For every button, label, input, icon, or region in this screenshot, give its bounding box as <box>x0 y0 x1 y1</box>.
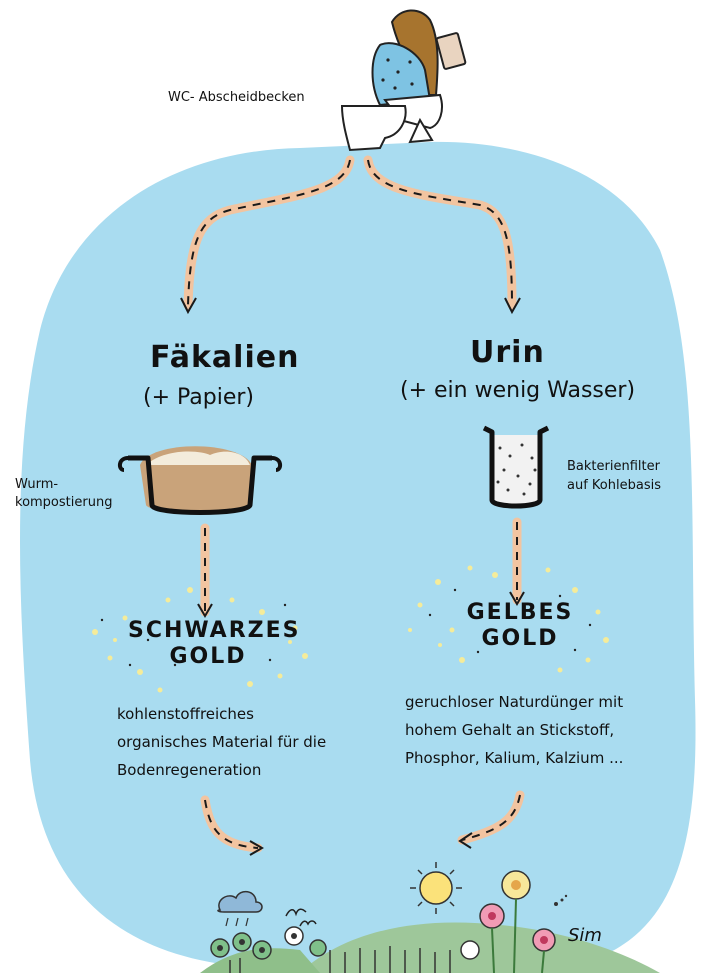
worm-compost-label-line1: Wurm- <box>15 477 59 492</box>
arrow-filter-to-yellow-gold <box>509 517 525 606</box>
bug-icon <box>554 894 568 906</box>
landscape-illustration <box>200 922 660 973</box>
faeces-title: Fäkalien <box>150 340 300 375</box>
black-gold-line1: SCHWARZES <box>128 618 301 643</box>
worm-compost-label: Wurm- kompostierung <box>15 476 112 512</box>
black-gold-label: SCHWARZES GOLD <box>128 618 301 670</box>
yellow-gold-label: GELBES GOLD <box>450 600 590 652</box>
arrow-compost-to-black-gold <box>197 523 213 618</box>
black-gold-line2: GOLD <box>169 644 247 669</box>
arrow-toilet-to-faeces <box>180 155 355 315</box>
black-gold-description: kohlenstoffreiches organisches Material … <box>117 705 327 779</box>
arrow-toilet-to-urine <box>363 155 521 315</box>
yellow-gold-description: geruchloser Naturdünger mit hohem Gehalt… <box>405 693 624 767</box>
yellow-gold-line1: GELBES <box>466 600 574 625</box>
artist-signature: Sim <box>568 925 602 946</box>
black-gold-dots <box>92 587 308 693</box>
urine-subtitle: (+ ein wenig Wasser) <box>400 378 636 403</box>
toilet-label: WC- Abscheidbecken <box>168 90 305 105</box>
birds-icon <box>285 908 317 927</box>
gold-black-specks <box>100 588 592 667</box>
sun-icon <box>410 862 462 914</box>
flowers-right-icon <box>460 870 556 973</box>
faeces-subtitle: (+ Papier) <box>143 385 255 410</box>
bacterial-filter-label-line1: Bakterienfilter <box>567 459 660 474</box>
worm-compost-label-line2: kompostierung <box>15 495 113 510</box>
flowers-left-icon <box>210 926 327 960</box>
bacterial-filter-label-line2: auf Kohlebasis <box>567 478 661 493</box>
worm-compost-tub-illustration <box>117 446 283 515</box>
arrow-yellow-gold-to-soil <box>457 790 525 849</box>
urine-title: Urin <box>470 335 545 370</box>
yellow-gold-dots <box>408 565 609 673</box>
rain-cloud-icon <box>217 890 263 927</box>
bacterial-filter-label: Bakterienfilter auf Kohlebasis <box>567 457 661 495</box>
arrow-black-gold-to-soil <box>200 795 264 856</box>
person-on-toilet-illustration <box>340 9 467 152</box>
yellow-gold-line2: GOLD <box>481 626 559 651</box>
background-blob <box>20 141 696 968</box>
bacterial-filter-illustration <box>482 425 550 509</box>
